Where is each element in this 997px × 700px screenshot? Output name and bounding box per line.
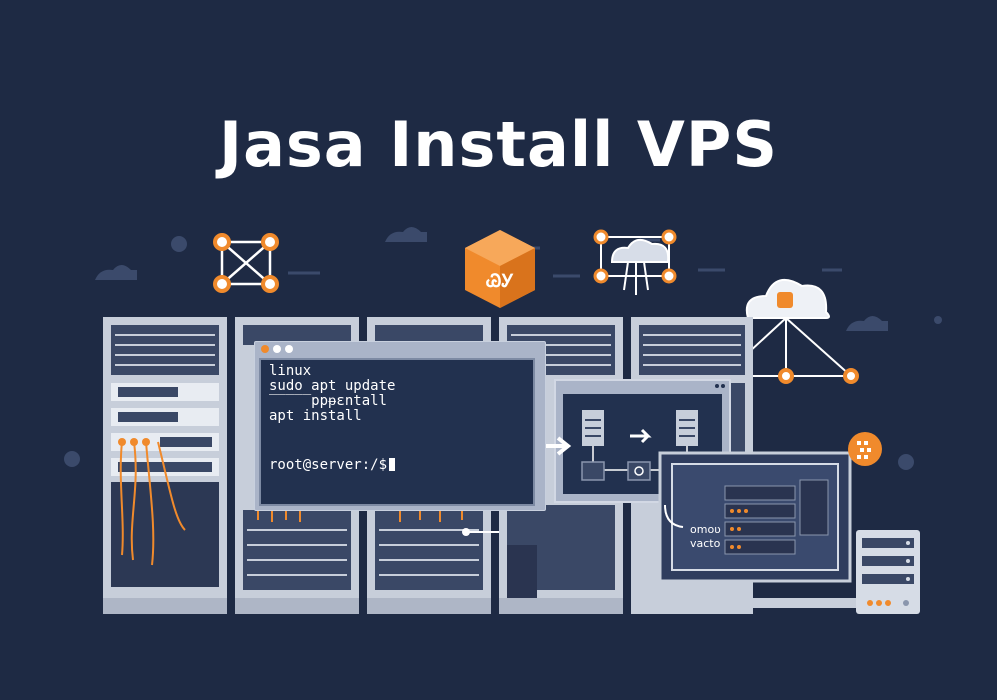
terminal-line: sudo apt update bbox=[269, 378, 396, 394]
cloud-topology-icon bbox=[715, 278, 859, 384]
minimize-dot-icon bbox=[273, 345, 281, 353]
terminal-line: linux bbox=[269, 363, 312, 379]
cursor-icon bbox=[389, 458, 396, 471]
terminal-prompt-row: root@server:/$ bbox=[269, 457, 396, 473]
laptop: omoʋ vacto bbox=[632, 451, 870, 608]
terminal-window: linux sudo apt update ‾‾‾‾‾ppᵽεntall apt… bbox=[254, 341, 546, 511]
settings-badge-icon bbox=[848, 432, 882, 466]
small-cloud bbox=[95, 227, 888, 331]
laptop-label-1: omoʋ bbox=[690, 523, 721, 536]
terminal-title-bar bbox=[255, 342, 545, 356]
decor-dot bbox=[898, 454, 914, 470]
network-nodes-icon bbox=[213, 233, 279, 293]
terminal-line: apt install bbox=[269, 408, 362, 424]
laptop-label-2: vacto bbox=[690, 537, 721, 550]
cube-logo-icon: ᏊᎩ bbox=[465, 230, 535, 308]
cube-logo-text: ᏊᎩ bbox=[485, 271, 514, 292]
server-rack-1 bbox=[103, 317, 227, 614]
small-server-unit bbox=[856, 530, 920, 614]
terminal-prompt: root@server:/$ bbox=[269, 457, 388, 473]
terminal-screen: linux sudo apt update ‾‾‾‾‾ppᵽεntall apt… bbox=[259, 358, 535, 506]
page-title: Jasa Install VPS bbox=[219, 108, 778, 181]
maximize-dot-icon bbox=[285, 345, 293, 353]
decor-dot bbox=[934, 316, 942, 324]
cloud-network-icon bbox=[593, 229, 677, 295]
close-dot-icon bbox=[261, 345, 269, 353]
decor-dot bbox=[171, 236, 187, 252]
dash-lines bbox=[288, 238, 842, 278]
decor-dot bbox=[64, 451, 80, 467]
terminal-line: ‾‾‾‾‾ppᵽεntall bbox=[269, 393, 387, 409]
